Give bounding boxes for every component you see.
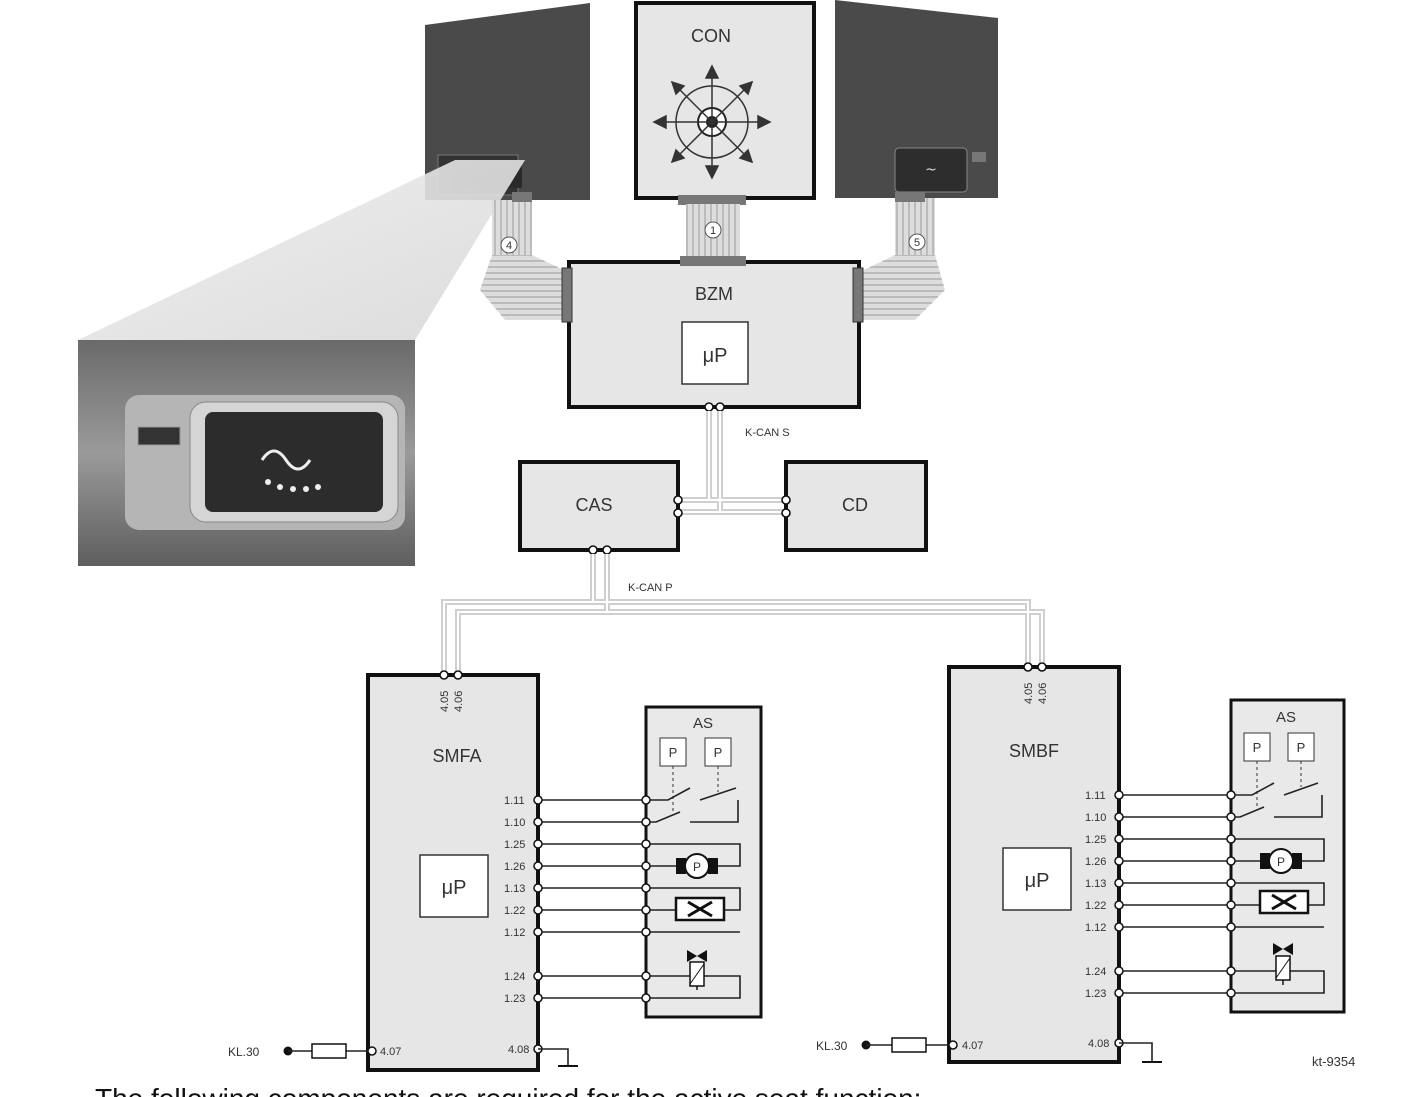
valve-icon	[676, 898, 724, 920]
as-right-motor-letter: P	[1277, 855, 1285, 869]
smfa-pin-405: 4.05	[439, 691, 451, 712]
k-can-p-bus: K-CAN P	[444, 554, 1042, 672]
smbf-pin-1: 1.11	[1085, 790, 1106, 802]
smbf-pin-9: 1.23	[1085, 988, 1106, 1000]
k-can-s-bus: K-CAN S	[679, 411, 790, 512]
ribbon-cable-left: 4	[480, 192, 568, 320]
cas-module: CAS	[520, 462, 682, 554]
con-label: CON	[691, 26, 731, 46]
smbf-pin-407: 4.07	[962, 1040, 983, 1052]
smfa-label: SMFA	[432, 746, 481, 766]
connector-1-label: 1	[710, 225, 716, 237]
smfa-pin-2: 1.10	[504, 817, 525, 829]
smbf-pin-2: 1.10	[1085, 812, 1106, 824]
smbf-pin-3: 1.25	[1085, 834, 1106, 846]
bzm-module: BZM μP	[562, 256, 863, 411]
smbf-pin-8: 1.24	[1085, 966, 1106, 978]
k-can-p-label: K-CAN P	[628, 582, 673, 594]
svg-text:~: ~	[925, 162, 937, 178]
caption-text: The following components are required fo…	[95, 1083, 921, 1097]
smfa-pin-407: 4.07	[380, 1046, 401, 1058]
smfa-pin-406: 4.06	[453, 691, 465, 712]
smbf-pin-7: 1.12	[1085, 922, 1106, 934]
as-right-switch2-letter: P	[1297, 740, 1306, 755]
fuse-icon	[892, 1038, 926, 1052]
smfa-kl30-label: KL.30	[228, 1045, 260, 1059]
active-seat-button-photo	[78, 340, 415, 566]
valve-icon	[1260, 891, 1308, 913]
cas-label: CAS	[575, 495, 612, 515]
smbf-label: SMBF	[1009, 741, 1059, 761]
figure-id: kt-9354	[1312, 1054, 1355, 1069]
smfa-pin-9: 1.23	[504, 993, 525, 1005]
cd-label: CD	[842, 495, 868, 515]
as-actuator-left: AS P P P	[642, 707, 761, 1017]
bzm-label: BZM	[695, 284, 733, 304]
smbf-pin-4: 1.26	[1085, 856, 1106, 868]
smfa-pin-1: 1.11	[504, 795, 525, 807]
cd-module: CD	[782, 462, 926, 550]
con-controller: CON	[636, 3, 814, 205]
smfa-pin-8: 1.24	[504, 971, 525, 983]
as-left-motor-letter: P	[693, 860, 701, 874]
right-console-panel: ~	[835, 0, 998, 198]
smfa-pin-408: 4.08	[508, 1044, 529, 1056]
ribbon-cable-right: 5	[860, 192, 945, 320]
smbf-pin-6: 1.22	[1085, 900, 1106, 912]
as-left-switch1-letter: P	[669, 745, 678, 760]
smfa-pin-4: 1.26	[504, 861, 525, 873]
k-can-s-label: K-CAN S	[745, 427, 790, 439]
ribbon-cable-center: 1	[686, 204, 740, 262]
smfa-pin-6: 1.22	[504, 905, 525, 917]
as-right-switch1-letter: P	[1253, 740, 1262, 755]
connector-4-label: 4	[506, 240, 512, 252]
smfa-micro-label: μP	[442, 877, 467, 899]
as-left-label: AS	[693, 715, 713, 732]
smbf-micro-label: μP	[1025, 870, 1050, 892]
as-left-switch2-letter: P	[714, 745, 723, 760]
smbf-pin-408: 4.08	[1088, 1038, 1109, 1050]
smbf-kl30-label: KL.30	[816, 1039, 848, 1053]
smbf-pin-5: 1.13	[1085, 878, 1106, 890]
connector-5-label: 5	[914, 237, 920, 249]
as-right-label: AS	[1276, 709, 1296, 726]
smfa-pin-5: 1.13	[504, 883, 525, 895]
bzm-micro-label: μP	[703, 345, 728, 367]
smbf-pin-405: 4.05	[1023, 683, 1035, 704]
as-actuator-right: AS P P P	[1227, 700, 1344, 1012]
smfa-pin-3: 1.25	[504, 839, 525, 851]
fuse-icon	[312, 1044, 346, 1058]
smfa-pin-7: 1.12	[504, 927, 525, 939]
zoom-callout-beam	[78, 160, 525, 340]
smbf-pin-406: 4.06	[1037, 683, 1049, 704]
